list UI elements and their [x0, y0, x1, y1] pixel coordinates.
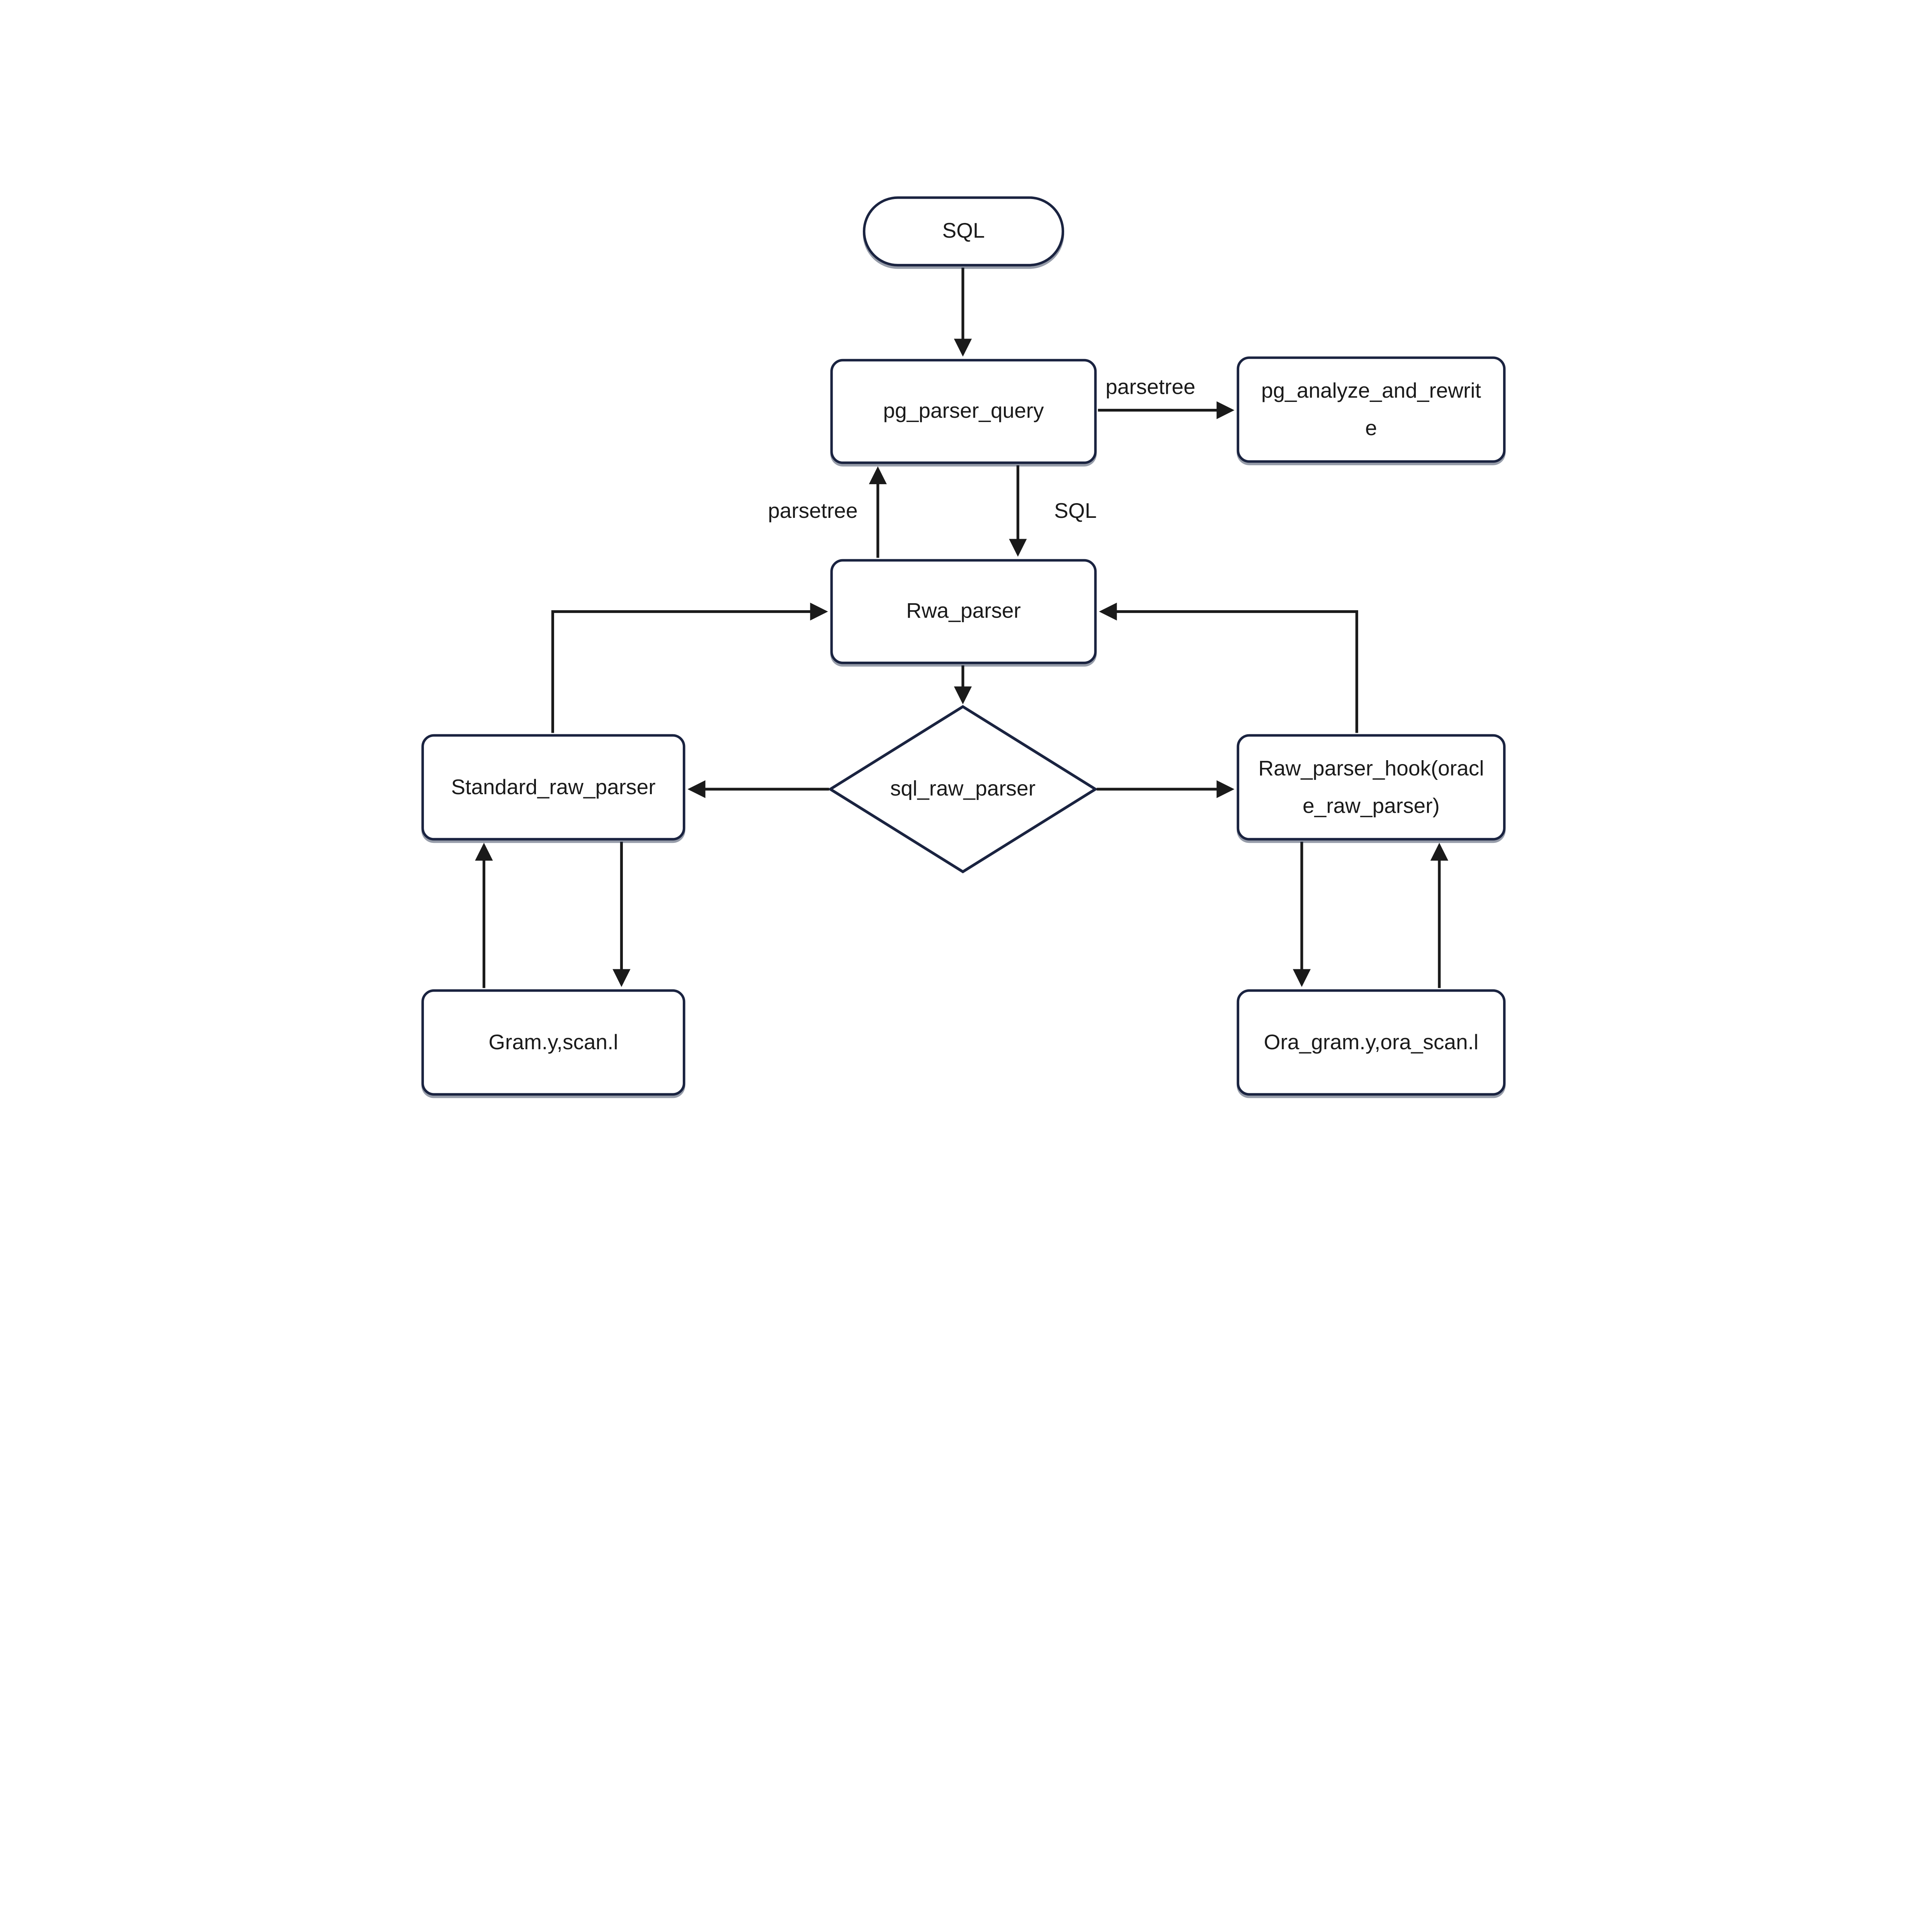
connector-standard-raw-parser-to-rwa-parser [551, 602, 828, 733]
flowchart-canvas: SQL pg_parser_query pg_analyze_and_rewri… [421, 196, 1506, 1096]
connector-raw-parser-hook-to-rwa-parser [1099, 602, 1358, 733]
node-sql-start: SQL [863, 196, 1065, 267]
node-pg-analyze-and-rewrite: pg_analyze_and_rewrit e [1236, 356, 1506, 463]
node-gram-y-scan-l: Gram.y,scan.l [421, 989, 685, 1096]
node-standard-raw-parser: Standard_raw_parser [421, 734, 685, 841]
node-raw-parser-hook: Raw_parser_hook(oracl e_raw_parser) [1236, 734, 1506, 841]
connector-layer [475, 267, 1449, 988]
edge-label-parsetree-to-rewrite: parsetree [1103, 375, 1198, 400]
node-pg-parser-query: pg_parser_query [830, 359, 1097, 464]
node-ora-gram-y-ora-scan-l: Ora_gram.y,ora_scan.l [1236, 989, 1506, 1096]
node-rwa-parser: Rwa_parser [830, 559, 1097, 664]
edge-label-sql-down: SQL [1051, 499, 1099, 524]
sql-raw-parser-diamond-shape [828, 705, 1098, 873]
edge-label-parsetree-up: parsetree [765, 499, 861, 524]
node-sql-raw-parser-label: sql_raw_parser [890, 776, 1036, 801]
